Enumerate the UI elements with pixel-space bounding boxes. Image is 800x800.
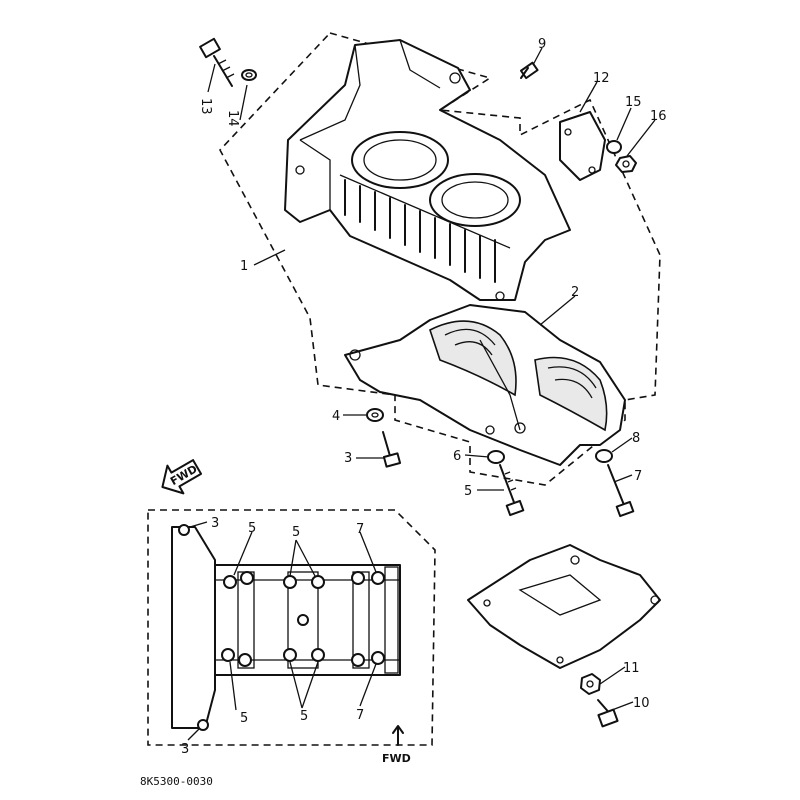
washer-8: [595, 449, 613, 463]
nut-16: [615, 155, 637, 173]
callout-labels: 1 2 3 4 5 6 7 8 9 10 11 12 13 14 15 16: [198, 37, 667, 711]
inset-boundary-dashed: [147, 509, 436, 746]
callout-6: 6: [453, 449, 461, 464]
washer-4: [366, 408, 384, 422]
inset-leader-lines: [187, 521, 377, 741]
nut-11: [580, 673, 601, 695]
callout-5: 5: [464, 484, 472, 499]
inset-callout-7-top: 7: [356, 522, 364, 537]
callout-1: 1: [240, 259, 248, 274]
inset-callout-3-top: 3: [211, 516, 219, 531]
inset-callout-5-bottom-b: 5: [300, 709, 308, 724]
callout-13: 13: [198, 98, 213, 115]
callout-11: 11: [623, 661, 640, 676]
inset-callout-5-top-a: 5: [248, 521, 256, 536]
callout-9: 9: [538, 37, 546, 52]
inset-callout-7-bottom: 7: [356, 708, 364, 723]
inset-callout-labels: 3 5 5 7 5 5 7 3: [181, 516, 364, 757]
lower-crankcase: [344, 304, 626, 466]
inset-bottom-view: [171, 524, 401, 731]
callout-3: 3: [344, 451, 352, 466]
assembly-boundary-dashed: [219, 32, 661, 486]
callout-4: 4: [332, 409, 340, 424]
inset-callout-5-top-b: 5: [292, 525, 300, 540]
diagram-code: 8K5300-0030: [140, 775, 213, 788]
bolt-3: [382, 431, 402, 468]
bolt-13: [199, 37, 235, 87]
callout-7: 7: [634, 469, 642, 484]
bolt-5: [499, 464, 525, 517]
bolt-7: [607, 464, 635, 518]
callout-10: 10: [633, 696, 650, 711]
cover-12: [559, 111, 606, 181]
fitting-9: [519, 61, 539, 80]
fwd-arrow-bottom: FWD: [382, 725, 411, 765]
callout-14: 14: [225, 110, 240, 127]
bolt-10: [597, 699, 619, 728]
callout-2: 2: [571, 285, 579, 300]
fwd-label-bottom: FWD: [382, 752, 411, 765]
engine-mount-plate: [467, 544, 661, 669]
inset-callout-3-bottom: 3: [181, 742, 189, 757]
callout-8: 8: [632, 431, 640, 446]
washer-14: [241, 69, 257, 81]
upper-crankcase: [284, 39, 571, 301]
callout-12: 12: [593, 71, 610, 86]
fwd-arrow-small: FWD: [161, 459, 203, 495]
callout-16: 16: [650, 109, 667, 124]
callout-15: 15: [625, 95, 642, 110]
washer-6: [487, 450, 505, 464]
washer-15: [606, 140, 622, 154]
leader-lines: [207, 47, 656, 711]
inset-callout-5-bottom-a: 5: [240, 711, 248, 726]
